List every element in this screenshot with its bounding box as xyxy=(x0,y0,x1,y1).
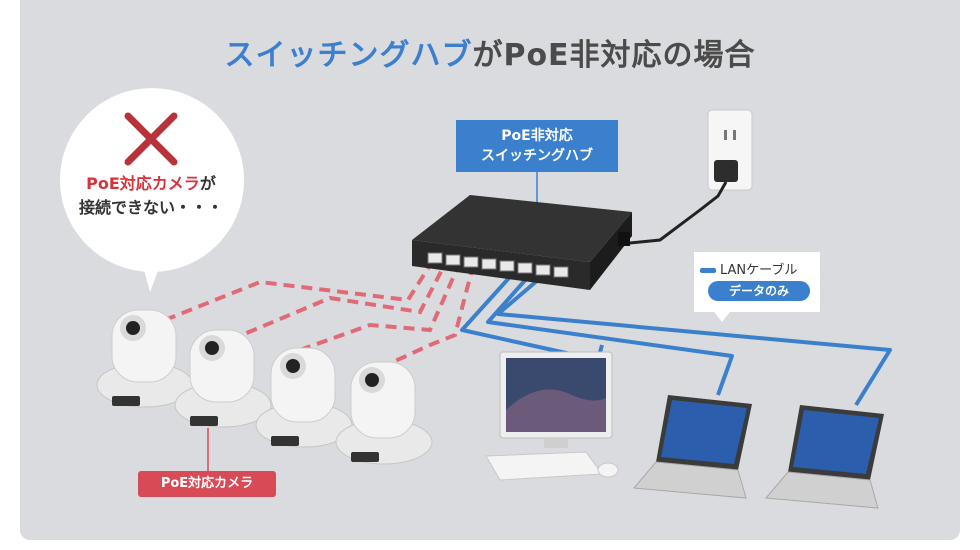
camera-label: PoE対応カメラ xyxy=(138,471,276,497)
lan-box-pointer xyxy=(714,312,730,322)
lan-cable-swatch xyxy=(700,268,716,273)
lan-legend: LANケーブル xyxy=(700,259,797,278)
switch-label: PoE非対応 スイッチングハブ xyxy=(456,120,618,172)
desktop-pc-icon xyxy=(486,352,618,480)
laptop-icon xyxy=(766,405,884,508)
switch-label-line2: スイッチングハブ xyxy=(456,146,618,166)
camera-icon xyxy=(97,310,193,407)
camera-icon xyxy=(256,348,352,447)
bubble-camera-text: PoE対応カメラ xyxy=(86,174,200,193)
camera-icon xyxy=(336,362,432,464)
switching-hub-icon xyxy=(412,195,632,290)
bubble-ga-text: が xyxy=(200,174,216,193)
laptop-icon xyxy=(634,395,752,498)
bubble-cannot-connect-text: 接続できない・・・ xyxy=(79,198,223,217)
bubble-message: PoE対応カメラが 接続できない・・・ xyxy=(56,172,246,220)
lan-cable-label: LANケーブル xyxy=(720,263,797,278)
data-only-badge: データのみ xyxy=(708,281,810,301)
switch-label-line1: PoE非対応 xyxy=(456,126,618,146)
power-plug-icon xyxy=(620,160,738,244)
